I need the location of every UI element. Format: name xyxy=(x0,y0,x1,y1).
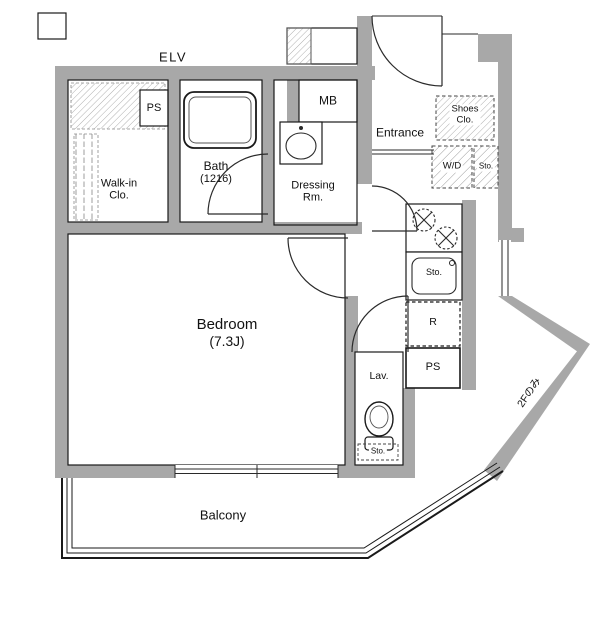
walkin-label-line2: Clo. xyxy=(109,190,129,202)
balcony-railing xyxy=(61,462,504,559)
lav-storage-box xyxy=(357,443,399,461)
walkin-label-line1: Walk-in xyxy=(100,177,138,190)
ps-upper-label: PS xyxy=(146,101,162,114)
washbasin-bowl-icon xyxy=(285,132,317,160)
ps-lower-box xyxy=(405,347,461,389)
bedroom-label: Bedroom (7.3J) xyxy=(196,315,258,349)
bathtub-icon xyxy=(183,91,257,149)
entrance-label: Entrance xyxy=(375,125,425,140)
dressing-room-label: Dressing Rm. xyxy=(291,180,334,205)
diagonal-wall-lower xyxy=(484,344,590,481)
doors xyxy=(207,15,443,353)
shaft-hatch-box xyxy=(286,27,312,65)
washbasin-faucet-icon xyxy=(299,126,303,130)
bedroom-label-line1: Bedroom xyxy=(196,315,258,333)
lavatory-door-arc xyxy=(351,295,409,353)
diagonal-wall-upper xyxy=(498,296,590,352)
bedroom-room xyxy=(67,233,346,466)
walls xyxy=(55,16,590,481)
faucet-icon xyxy=(449,260,455,266)
shoes-closet-label-line2: Clo. xyxy=(456,114,474,125)
bath-label: Bath (1216) xyxy=(200,159,232,186)
lavatory-label: Lav. xyxy=(369,370,389,383)
bath-door-arc xyxy=(207,153,269,215)
washer-dryer-label: W/D xyxy=(440,160,464,173)
entrance-door-arc xyxy=(371,15,443,87)
hall-door-arc xyxy=(371,185,418,232)
walkin-closet-label: Walk-in Clo. xyxy=(101,178,137,203)
sink-basin-icon xyxy=(411,257,457,295)
fixtures xyxy=(183,91,399,461)
entry-storage-label: Sto. xyxy=(476,161,496,172)
room-outlines xyxy=(37,12,499,466)
bath-room xyxy=(179,79,263,223)
mb-label: MB xyxy=(319,93,337,108)
side-window xyxy=(499,240,511,296)
kitchen-storage-label: Sto. xyxy=(423,266,445,278)
refrigerator-label: R xyxy=(429,316,437,329)
lavatory-room xyxy=(354,351,404,466)
balcony-label: Balcony xyxy=(199,507,247,523)
bathtub-inner-line xyxy=(188,96,252,144)
bath-label-line2: (1216) xyxy=(200,173,232,186)
bedroom-label-line2: (7.3J) xyxy=(209,333,245,349)
shoes-closet-label: Shoes Clo. xyxy=(449,103,481,126)
toilet-bowl-inner xyxy=(369,405,389,429)
dressing-label-line2: Rm. xyxy=(302,192,324,204)
exterior-pillar xyxy=(37,12,67,40)
bath-label-line1: Bath xyxy=(203,159,229,174)
toilet-bowl-icon xyxy=(364,401,394,437)
shoes-closet-label-line1: Shoes xyxy=(451,103,479,115)
walkin-closet-room xyxy=(67,79,169,223)
entrance-step-lines xyxy=(372,149,434,155)
windows xyxy=(174,240,511,478)
stove-counter xyxy=(405,203,463,253)
walkin-hanger-hatch xyxy=(73,133,99,221)
dressing-room xyxy=(273,79,358,226)
kitchen xyxy=(405,203,463,389)
refrigerator-space-box xyxy=(405,301,461,347)
ps-lower-label: PS xyxy=(425,360,441,373)
gas-stove-icon xyxy=(412,208,458,250)
dressing-label-line1: Dressing xyxy=(291,179,335,192)
elv-label: ELV xyxy=(158,49,188,65)
lav-storage-label: Sto. xyxy=(368,446,388,457)
bedroom-door-arc xyxy=(287,237,349,299)
entrance-top-edge xyxy=(372,15,478,35)
